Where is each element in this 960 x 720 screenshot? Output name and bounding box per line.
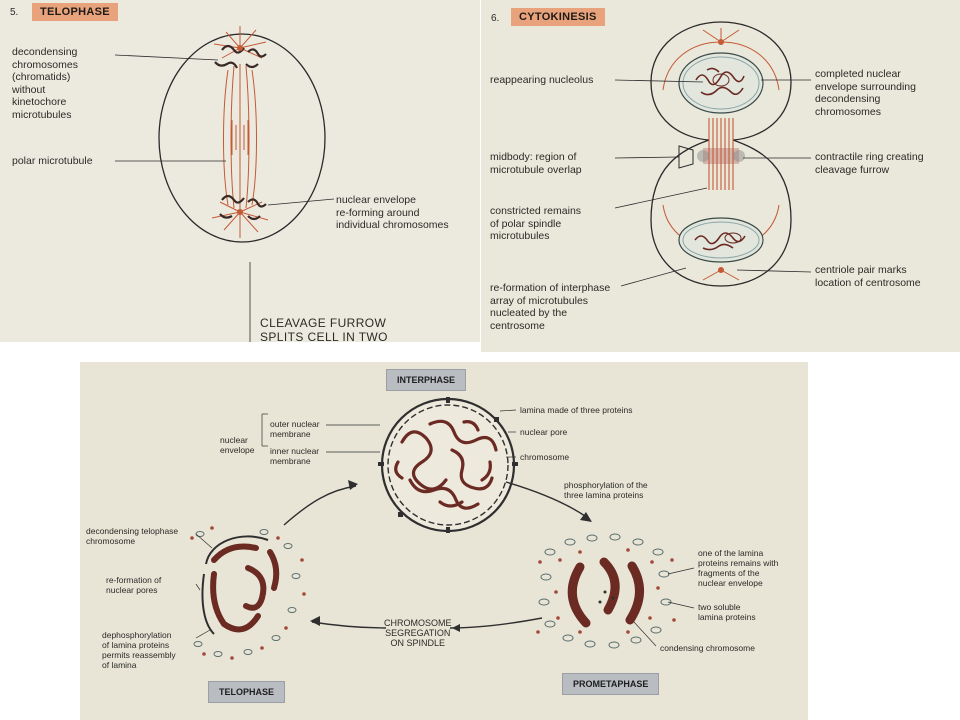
cytokinesis-panel: 6. CYTOKINESIS: [481, 0, 960, 352]
telophase-title: TELOPHASE: [32, 3, 118, 21]
label-reappearing-nucleolus: reappearing nucleolus: [490, 74, 594, 86]
label-decondensing-telophase: decondensing telophase chromosome: [86, 526, 179, 546]
interphase-title: INTERPHASE: [386, 369, 467, 391]
label-nuclear-envelope-reforming: nuclear envelope re-forming around indiv…: [336, 194, 449, 231]
telophase-panel: 5. TELOPHASE: [0, 0, 480, 342]
chromosome-segregation-caption: CHROMOSOME SEGREGATION ON SPINDLE: [384, 618, 452, 648]
label-lamina-three-proteins: lamina made of three proteins: [520, 405, 633, 415]
telophase-cell-diagram: [114, 26, 335, 342]
prometaphase-title: PROMETAPHASE: [562, 673, 660, 695]
label-outer-nuclear-membrane: outer nuclear membrane: [270, 419, 320, 439]
label-dephosphorylation: dephosphorylation of lamina proteins per…: [102, 630, 176, 670]
cytokinesis-title: CYTOKINESIS: [511, 8, 605, 26]
label-decondensing-chromosomes: decondensing chromosomes (chromatids) wi…: [12, 46, 78, 121]
label-phosphorylation: phosphorylation of the three lamina prot…: [564, 480, 648, 500]
cytokinesis-cell-diagram: [614, 21, 812, 287]
label-nuclear-envelope: nuclear envelope: [220, 435, 255, 455]
label-lamina-remains: one of the lamina proteins remains with …: [698, 548, 779, 588]
label-completed-nuclear-envelope: completed nuclear envelope surrounding d…: [815, 68, 916, 118]
label-chromosome: chromosome: [520, 452, 570, 462]
nuclear-envelope-cycle-panel: INTERPHASE PROMETAPHASE TELOPHASE: [80, 362, 808, 720]
label-reformation-pores: re-formation of nuclear pores: [106, 575, 162, 595]
label-inner-nuclear-membrane: inner nuclear membrane: [270, 446, 320, 466]
label-condensing-chromosome: condensing chromosome: [660, 643, 755, 653]
label-constricted-remains: constricted remains of polar spindle mic…: [490, 205, 582, 242]
step-number: 6.: [491, 13, 500, 24]
label-reformation-interphase-array: re-formation of interphase array of micr…: [490, 282, 611, 332]
telophase-cycle-title: TELOPHASE: [208, 681, 286, 703]
label-contractile-ring: contractile ring creating cleavage furro…: [815, 151, 924, 176]
label-polar-microtubule: polar microtubule: [12, 155, 93, 167]
label-centriole-pair: centriole pair marks location of centros…: [815, 264, 921, 289]
step-number: 5.: [10, 7, 19, 18]
label-midbody: midbody: region of microtubule overlap: [490, 151, 582, 176]
nuclear-envelope-cycle-diagram: [190, 397, 695, 660]
label-soluble-lamina: two soluble lamina proteins: [698, 602, 756, 622]
label-nuclear-pore: nuclear pore: [520, 427, 568, 437]
cleavage-furrow-caption: CLEAVAGE FURROW SPLITS CELL IN TWO: [260, 316, 388, 342]
